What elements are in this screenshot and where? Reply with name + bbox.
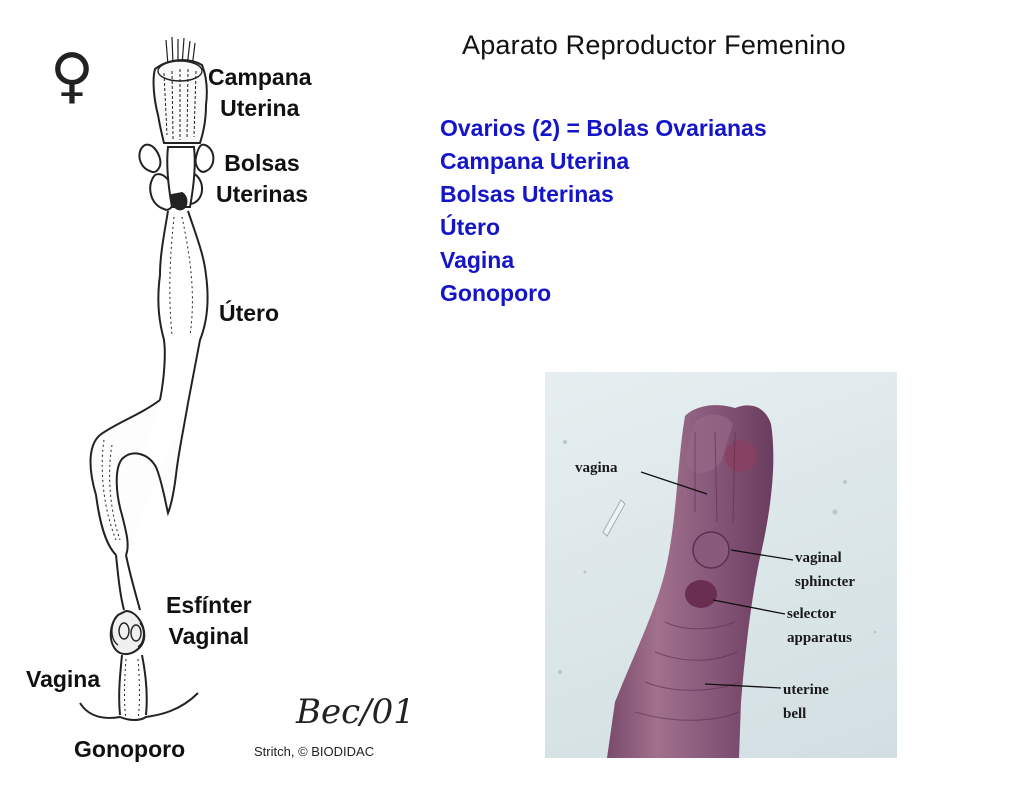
topic-item: Bolsas Uterinas — [440, 181, 614, 207]
micro-label-uterine-bell: uterine bell — [783, 682, 829, 722]
topic-item: Campana Uterina — [440, 148, 630, 174]
label-utero: Útero — [219, 300, 280, 326]
topic-item: Gonoporo — [440, 280, 552, 306]
image-credit: Stritch, © BIODIDAC — [254, 744, 375, 759]
female-symbol-icon: ♀ — [50, 41, 94, 111]
micrograph: vagina vaginal sphincter selector appara… — [545, 372, 897, 758]
label-gonoporo: Gonoporo — [74, 736, 186, 762]
micro-label-selector-apparatus: selector apparatus — [787, 606, 853, 646]
page-title: Aparato Reproductor Femenino — [462, 30, 846, 60]
label-vagina: Vagina — [26, 666, 101, 692]
label-esfinter-vaginal: Esfínter Vaginal — [166, 592, 252, 649]
label-campana-uterina: Campana Uterina — [208, 64, 312, 121]
topic-list: Ovarios (2) = Bolas Ovarianas Campana Ut… — [440, 112, 767, 310]
reproductive-tract-drawing — [79, 36, 215, 721]
micro-label-vagina: vagina — [575, 460, 618, 476]
topic-item: Ovarios (2) = Bolas Ovarianas — [440, 115, 767, 141]
label-bolsas-uterinas: Bolsas Uterinas — [216, 150, 309, 207]
micro-label-vaginal-sphincter: vaginal sphincter — [795, 550, 855, 590]
micrograph-image — [558, 405, 877, 758]
topic-item: Útero — [440, 214, 501, 240]
topic-item: Vagina — [440, 247, 515, 273]
artist-signature: Bec/01 — [296, 692, 415, 732]
